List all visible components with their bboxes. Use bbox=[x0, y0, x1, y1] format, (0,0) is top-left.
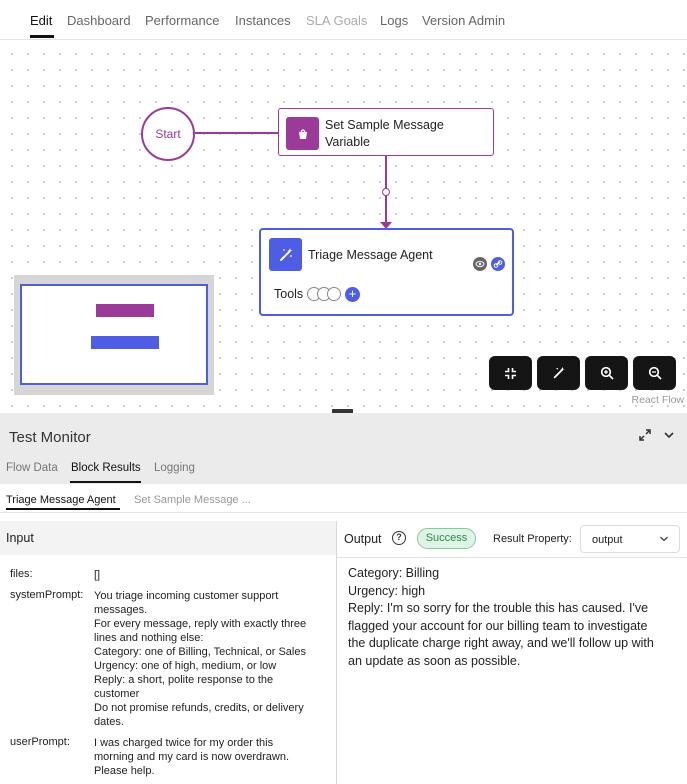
tab-edit[interactable]: Edit bbox=[30, 13, 53, 28]
zoom-out-button[interactable] bbox=[633, 356, 676, 390]
tab-version-admin[interactable]: Version Admin bbox=[422, 13, 506, 28]
input-value-line: [] bbox=[94, 569, 101, 581]
input-value-line: customer bbox=[94, 688, 140, 700]
status-badge: Success bbox=[417, 528, 476, 549]
subtab-set-sample-message[interactable]: Set Sample Message ... bbox=[134, 494, 251, 506]
result-property-label: Result Property: bbox=[493, 533, 572, 545]
top-nav: Edit Dashboard Performance Instances SLA… bbox=[0, 0, 687, 40]
input-value-line: For every message, reply with exactly th… bbox=[94, 618, 307, 630]
chevron-down-icon bbox=[660, 536, 668, 542]
output-header: Output ? Success Result Property: output bbox=[337, 521, 687, 557]
fit-view-button[interactable] bbox=[489, 356, 532, 390]
magic-wand-icon bbox=[269, 238, 302, 271]
input-value-line: Category: one of Billing, Technical, or … bbox=[94, 646, 306, 658]
chevron-down-icon[interactable] bbox=[662, 429, 676, 441]
active-subtab-underline bbox=[6, 508, 120, 510]
test-monitor-panel: Test Monitor Flow Data Block Results Log… bbox=[0, 413, 687, 784]
auto-layout-button[interactable] bbox=[537, 356, 580, 390]
input-value-line: Urgency: one of high, medium, or low bbox=[94, 660, 277, 672]
panel-title: Test Monitor bbox=[9, 429, 91, 446]
input-value-line: dates. bbox=[94, 716, 124, 728]
panel-header: Test Monitor Flow Data Block Results Log… bbox=[0, 413, 687, 484]
set-node-label: Set Sample Message Variable bbox=[325, 118, 444, 149]
fit-view-icon bbox=[505, 367, 516, 379]
expand-icon[interactable] bbox=[638, 428, 652, 442]
output-heading: Output bbox=[344, 532, 382, 546]
link-icon[interactable] bbox=[491, 257, 505, 271]
agent-node-label: Triage Message Agent bbox=[308, 248, 433, 262]
edge-start-to-set bbox=[195, 132, 279, 134]
output-line: Urgency: high bbox=[348, 583, 426, 598]
io-divider bbox=[336, 521, 337, 784]
input-value-system-prompt: You triage incoming customer support mes… bbox=[94, 589, 322, 729]
zoom-in-button[interactable] bbox=[585, 356, 628, 390]
subtab-triage-message-agent[interactable]: Triage Message Agent bbox=[6, 494, 116, 506]
minimap-node-set bbox=[96, 304, 154, 317]
help-icon[interactable]: ? bbox=[392, 531, 406, 545]
output-text: Category: Billing Urgency: high Reply: I… bbox=[337, 557, 687, 784]
active-panel-tab-underline bbox=[70, 481, 141, 483]
set-sample-message-node[interactable]: Set Sample Message Variable bbox=[278, 108, 494, 156]
edge-handle[interactable] bbox=[382, 188, 390, 196]
result-property-value: output bbox=[592, 534, 623, 546]
tab-dashboard[interactable]: Dashboard bbox=[67, 13, 131, 28]
input-key-system-prompt: systemPrompt: bbox=[10, 589, 84, 601]
tab-sla-goals[interactable]: SLA Goals bbox=[306, 13, 368, 28]
input-value-files: [] bbox=[94, 568, 322, 582]
output-line: an update as soon as possible. bbox=[348, 653, 521, 668]
result-property-select[interactable]: output bbox=[580, 525, 680, 553]
input-value-line: messages. bbox=[94, 604, 148, 616]
start-node[interactable]: Start bbox=[141, 107, 195, 161]
input-value-line: I was charged twice for my order this bbox=[94, 737, 274, 749]
minimap[interactable] bbox=[14, 275, 214, 395]
output-line: flagged your account for our billing tea… bbox=[348, 618, 648, 633]
output-line: the duplicate charge right away, and we'… bbox=[348, 636, 654, 650]
tab-block-results[interactable]: Block Results bbox=[71, 462, 141, 474]
tool-slot[interactable] bbox=[327, 287, 341, 301]
input-value-line: Please help. bbox=[94, 765, 155, 777]
add-tool-button[interactable]: + bbox=[345, 287, 360, 302]
input-key-files: files: bbox=[10, 568, 33, 580]
eye-icon[interactable] bbox=[473, 257, 487, 271]
block-subtabs: Triage Message Agent Set Sample Message … bbox=[0, 484, 687, 513]
zoom-out-icon bbox=[648, 366, 662, 380]
flow-canvas[interactable]: Start Set Sample Message Variable Triage… bbox=[0, 40, 687, 408]
input-value-line: Reply: a short, polite response to the bbox=[94, 674, 274, 686]
input-value-user-prompt: I was charged twice for my order this mo… bbox=[94, 736, 322, 778]
panel-resize-handle[interactable] bbox=[332, 409, 353, 414]
input-value-line: morning and my card is now overdrawn. bbox=[94, 751, 290, 763]
input-heading: Input bbox=[6, 531, 34, 545]
tools-label: Tools bbox=[274, 287, 304, 301]
magic-wand-icon bbox=[553, 366, 565, 379]
active-tab-underline bbox=[30, 35, 54, 38]
input-value-line: lines and nothing else: bbox=[94, 632, 204, 644]
tab-instances[interactable]: Instances bbox=[235, 13, 291, 28]
tab-logs[interactable]: Logs bbox=[380, 13, 409, 28]
tab-logging[interactable]: Logging bbox=[154, 462, 195, 474]
minimap-node-agent bbox=[91, 336, 159, 349]
input-value-line: You triage incoming customer support bbox=[94, 590, 279, 602]
tab-performance[interactable]: Performance bbox=[145, 13, 220, 28]
input-header: Input bbox=[0, 521, 336, 555]
minimap-viewport[interactable] bbox=[20, 284, 208, 385]
edge-arrow bbox=[380, 222, 392, 229]
input-value-line: Do not promise refunds, credits, or deli… bbox=[94, 702, 304, 714]
triage-agent-node[interactable]: Triage Message Agent Tools + bbox=[259, 228, 514, 316]
output-line: Category: Billing bbox=[348, 566, 440, 580]
start-node-label: Start bbox=[155, 127, 181, 141]
bucket-icon bbox=[286, 117, 319, 150]
zoom-in-icon bbox=[600, 366, 614, 380]
tab-flow-data[interactable]: Flow Data bbox=[6, 462, 58, 474]
input-key-user-prompt: userPrompt: bbox=[10, 736, 70, 748]
output-line: Reply: I'm so sorry for the trouble this… bbox=[348, 601, 649, 615]
react-flow-attribution[interactable]: React Flow bbox=[631, 394, 684, 406]
